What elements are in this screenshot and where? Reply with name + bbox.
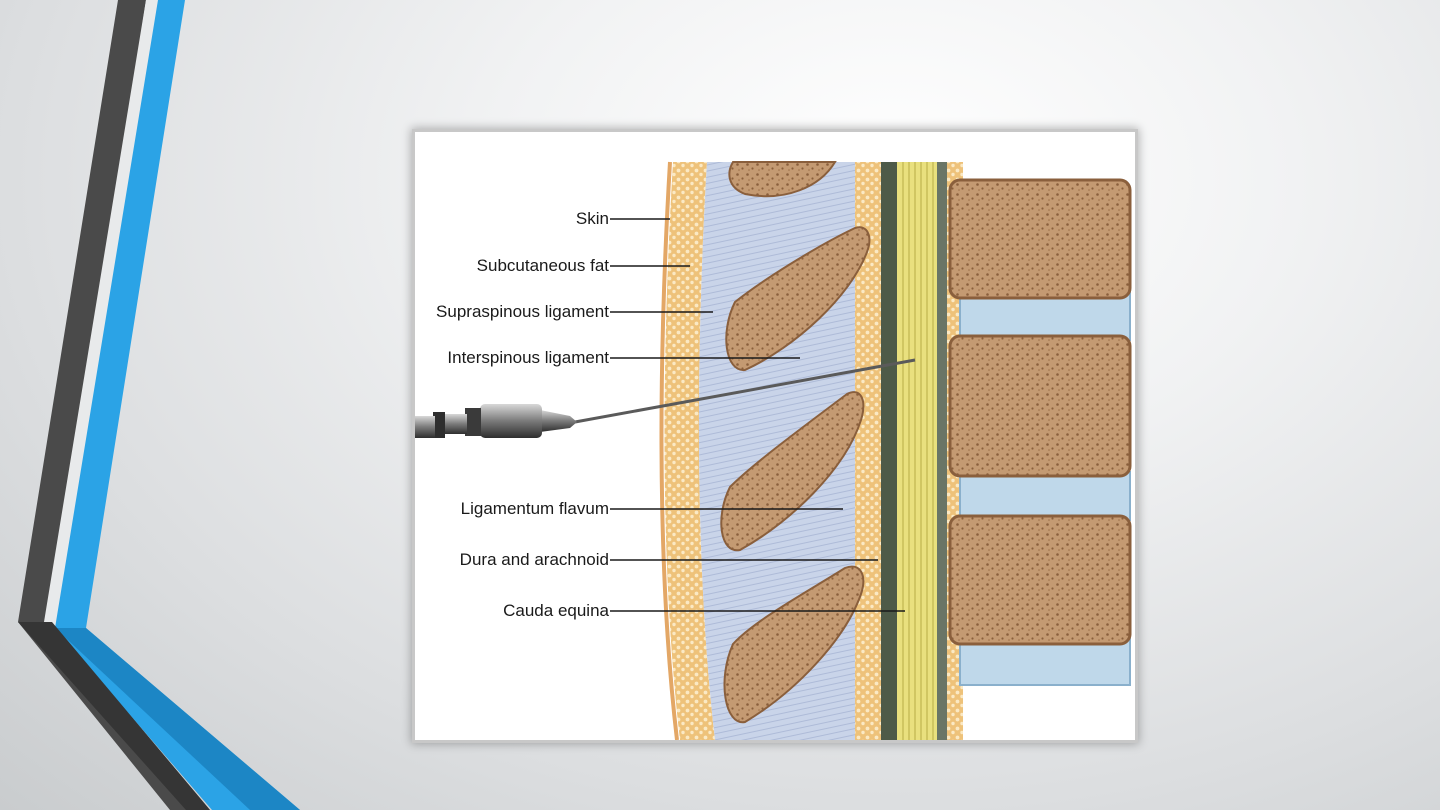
spine-illustration bbox=[415, 132, 1135, 740]
accent-white-gap bbox=[44, 0, 158, 628]
label-subcutaneous-fat: Subcutaneous fat bbox=[477, 256, 609, 276]
posterior-longitudinal-layer bbox=[937, 162, 947, 740]
slide-accent-decoration bbox=[0, 0, 320, 810]
label-dura-arachnoid: Dura and arachnoid bbox=[460, 550, 609, 570]
dura-layer bbox=[881, 162, 897, 740]
label-supraspinous-ligament: Supraspinous ligament bbox=[436, 302, 609, 322]
label-ligamentum-flavum: Ligamentum flavum bbox=[461, 499, 609, 519]
syringe-hub bbox=[415, 404, 577, 438]
intervertebral-disc bbox=[960, 472, 1130, 520]
label-interspinous-ligament: Interspinous ligament bbox=[447, 348, 609, 368]
vertebral-body bbox=[950, 516, 1130, 644]
vertebral-body bbox=[950, 336, 1130, 476]
label-cauda-equina: Cauda equina bbox=[503, 601, 609, 621]
lumbar-puncture-figure: Skin Subcutaneous fat Supraspinous ligam… bbox=[415, 132, 1135, 740]
vertebral-body bbox=[950, 180, 1130, 298]
label-skin: Skin bbox=[576, 209, 609, 229]
